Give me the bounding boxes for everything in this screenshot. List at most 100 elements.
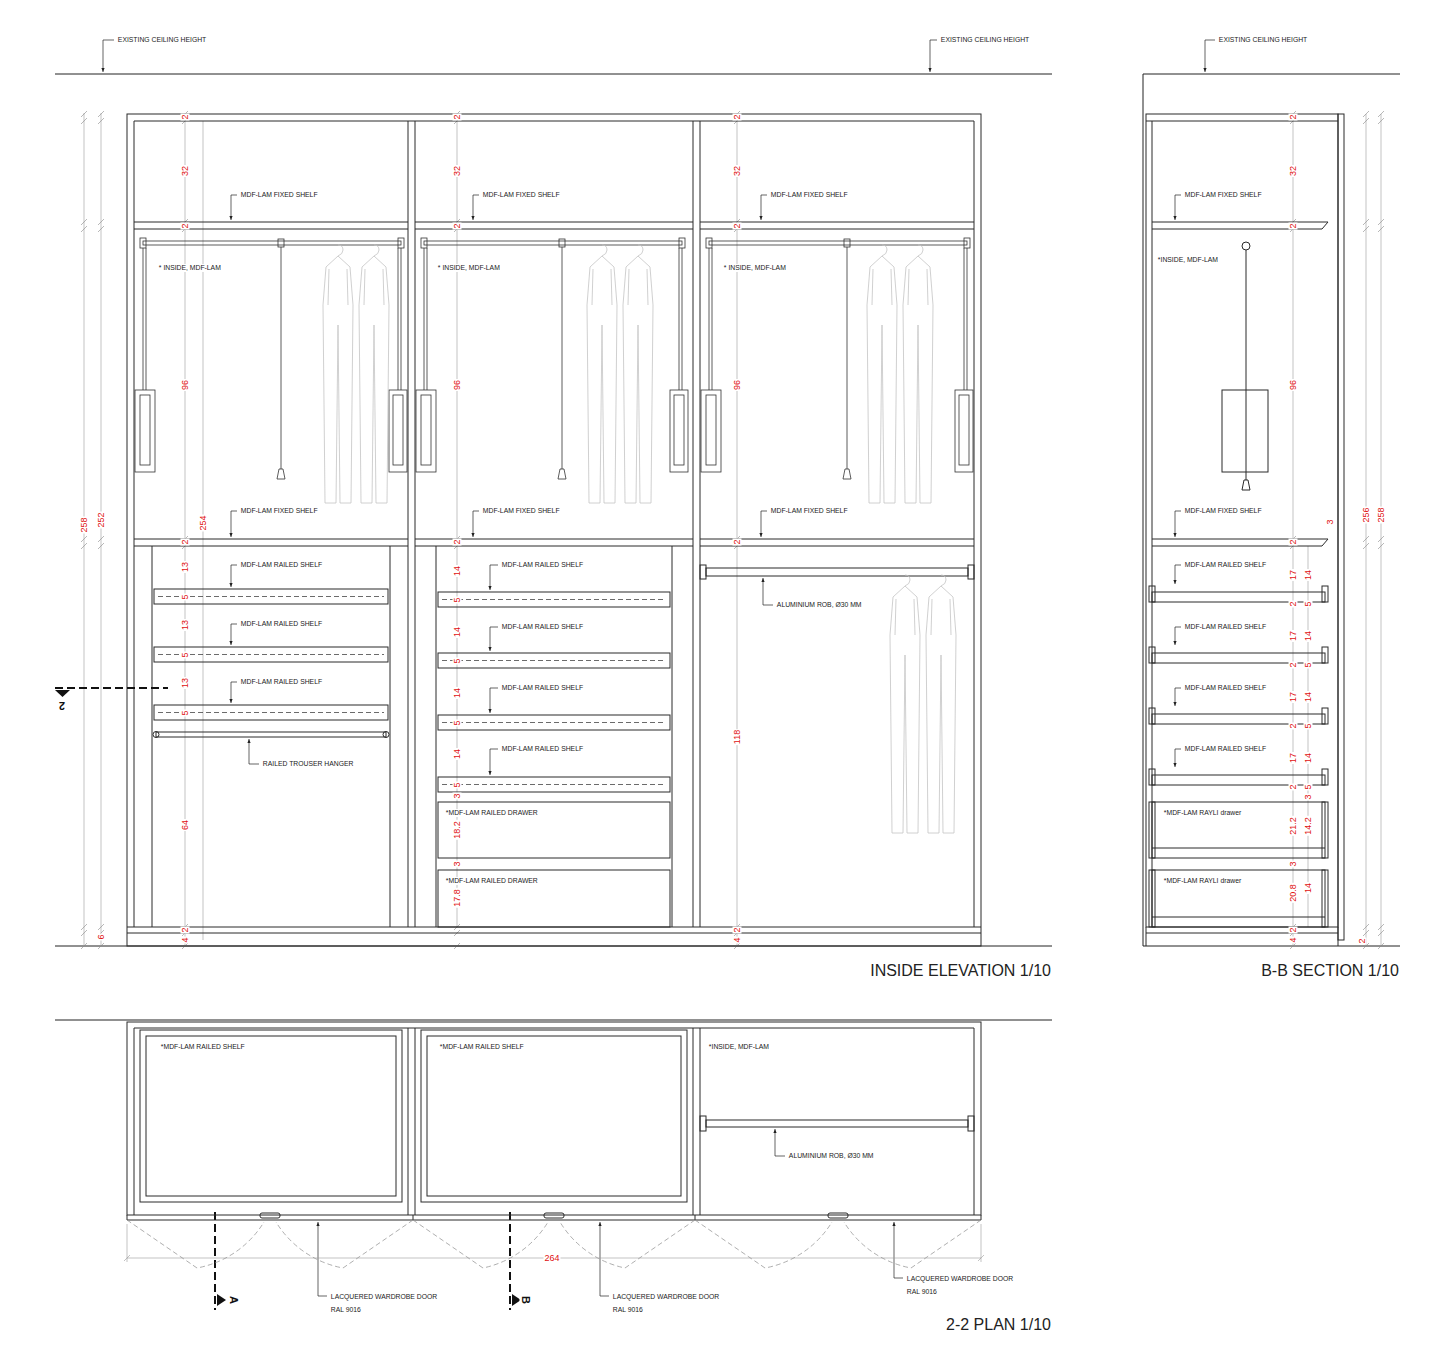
- wardrobe-elevation: [153, 732, 159, 738]
- leader-line: [761, 511, 767, 537]
- dimension-number: 14: [1304, 752, 1313, 764]
- door-swing: [127, 1220, 264, 1268]
- wardrobe-plan: [544, 1213, 564, 1218]
- wardrobe-elevation: [706, 568, 968, 576]
- dimension-number: 4: [181, 936, 190, 943]
- wardrobe-plan: [134, 1028, 974, 1029]
- wardrobe-section: [1242, 480, 1250, 490]
- callout-label: *MDF-LAM RAILED DRAWER: [445, 809, 539, 817]
- garment-sketch: [890, 575, 920, 833]
- callout-label: MDF-LAM RAILED SHELF: [1184, 561, 1267, 569]
- garment-sketch: [587, 245, 617, 503]
- wardrobe-section: [1146, 933, 1338, 934]
- wardrobe-elevation: [134, 222, 974, 229]
- wardrobe-section: [1152, 653, 1325, 663]
- dimension-number: 2: [733, 538, 742, 545]
- wardrobe-elevation: [968, 565, 974, 579]
- dimension-number: 258: [1377, 506, 1386, 523]
- wardrobe-elevation: [436, 546, 437, 927]
- wardrobe-section: [1152, 775, 1325, 785]
- dimension-number: 96: [733, 379, 742, 391]
- leader-line: [1175, 565, 1181, 584]
- ceiling-and-floor: [55, 74, 1052, 75]
- dimension-number: 254: [199, 514, 208, 531]
- view-title: B-B SECTION 1/10: [1260, 963, 1400, 979]
- dimension-line: [127, 1224, 128, 1262]
- wardrobe-elevation: [134, 539, 974, 546]
- callout-label: MDF-LAM RAILED SHELF: [501, 623, 584, 631]
- callout-label: EXISTING CEILING HEIGHT: [1218, 36, 1308, 44]
- garment-sketch: [903, 245, 933, 503]
- wardrobe-section: [1146, 927, 1147, 946]
- dimension-number: 2: [181, 538, 190, 545]
- callout-label: MDF-LAM RAILED SHELF: [240, 620, 323, 628]
- wardrobe-section: [1149, 802, 1155, 858]
- dimension-number: 2: [453, 113, 462, 120]
- wardrobe-section: [1152, 222, 1328, 229]
- callout-label: MDF-LAM FIXED SHELF: [770, 191, 848, 199]
- view-title: 2-2 PLAN 1/10: [945, 1317, 1052, 1333]
- leader-line: [894, 1222, 903, 1278]
- wardrobe-plan: [427, 1036, 681, 1196]
- callout-label: MDF-LAM RAILED SHELF: [1184, 684, 1267, 692]
- wardrobe-plan: [127, 1022, 981, 1220]
- callout-label: EXISTING CEILING HEIGHT: [940, 36, 1030, 44]
- wardrobe-section: [1322, 647, 1328, 663]
- callout-label: MDF-LAM FIXED SHELF: [482, 507, 560, 515]
- dimension-number: 14: [1304, 569, 1313, 581]
- wardrobe-elevation: [383, 732, 389, 738]
- wardrobe-section: [1146, 114, 1338, 927]
- leader-line: [600, 1222, 609, 1296]
- dimension-number: 21.2: [1289, 816, 1298, 836]
- wardrobe-plan: [421, 1030, 687, 1202]
- leader-line: [249, 739, 259, 764]
- leader-line: [775, 1129, 785, 1156]
- dimension-number: 32: [181, 165, 190, 177]
- dimension-line: [978, 1255, 984, 1261]
- dimension-number: 2: [1289, 600, 1298, 607]
- callout-label: MDF-LAM FIXED SHELF: [770, 507, 848, 515]
- leader-line: [930, 40, 937, 72]
- dimension-number: 5: [453, 596, 462, 603]
- wardrobe-section: [1152, 592, 1325, 602]
- dimension-number: 17.8: [453, 888, 462, 908]
- garment-sketch: [359, 245, 389, 503]
- door-swing: [844, 1220, 981, 1268]
- callout-label: MDF-LAM RAILED SHELF: [240, 561, 323, 569]
- wardrobe-section: [1149, 708, 1155, 724]
- dimension-number: 20.8: [1289, 883, 1298, 903]
- callout-label: MDF-LAM RAILED SHELF: [1184, 623, 1267, 631]
- dimension-number: 13: [181, 677, 190, 689]
- wardrobe-section: [1322, 870, 1328, 927]
- wardrobe-plan: [140, 1030, 402, 1202]
- dimension-number: 14.2: [1304, 816, 1313, 836]
- callout-label: EXISTING CEILING HEIGHT: [117, 36, 207, 44]
- wardrobe-section: [1149, 769, 1155, 785]
- section-marker-letter: 2: [58, 700, 66, 711]
- dimension-number: 2: [453, 538, 462, 545]
- wardrobe-plan: [260, 1213, 280, 1218]
- wardrobe-section: [1152, 714, 1325, 724]
- section-marker: [55, 687, 168, 689]
- wardrobe-elevation: [415, 121, 416, 927]
- callout-label: *MDF-LAM RAILED DRAWER: [445, 877, 539, 885]
- wardrobe-section: [1152, 848, 1325, 849]
- dimension-number: 2: [733, 113, 742, 120]
- dimension-number: 2: [181, 926, 190, 933]
- wardrobe-elevation: [700, 121, 701, 927]
- dimension-line: [81, 111, 1384, 1262]
- door-swing: [276, 1220, 413, 1268]
- dimension-number: 258: [80, 516, 89, 533]
- dimension-number: 2: [181, 222, 190, 229]
- dimension-line: [1378, 111, 1384, 949]
- ceiling-and-floor: [1143, 74, 1144, 946]
- dimension-number: 118: [733, 729, 742, 745]
- dimension-number: 3: [1289, 860, 1298, 867]
- wardrobe-plan: [146, 1036, 396, 1196]
- leader-line: [1205, 40, 1215, 72]
- callout-label: * INSIDE, MDF-LAM: [723, 264, 787, 272]
- wardrobe-section: [1146, 121, 1338, 122]
- dimension-number: 5: [1304, 783, 1313, 790]
- wardrobe-section: [1152, 917, 1325, 918]
